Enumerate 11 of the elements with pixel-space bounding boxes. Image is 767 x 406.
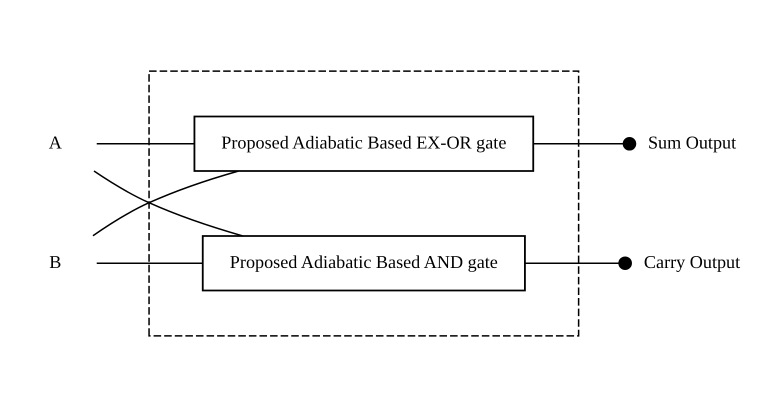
connector <box>534 136 636 150</box>
node-box: Proposed Adiabatic Based EX-OR gate <box>194 115 534 172</box>
node-text: A <box>48 132 62 152</box>
node-box: Proposed Adiabatic Based AND gate <box>202 234 526 291</box>
connector <box>96 262 203 264</box>
connector <box>525 256 632 270</box>
node-text: Carry Output <box>644 251 740 272</box>
node-text: B <box>49 251 62 272</box>
node-text: Sum Output <box>648 132 736 152</box>
connector <box>96 142 194 144</box>
cluster <box>148 70 580 336</box>
